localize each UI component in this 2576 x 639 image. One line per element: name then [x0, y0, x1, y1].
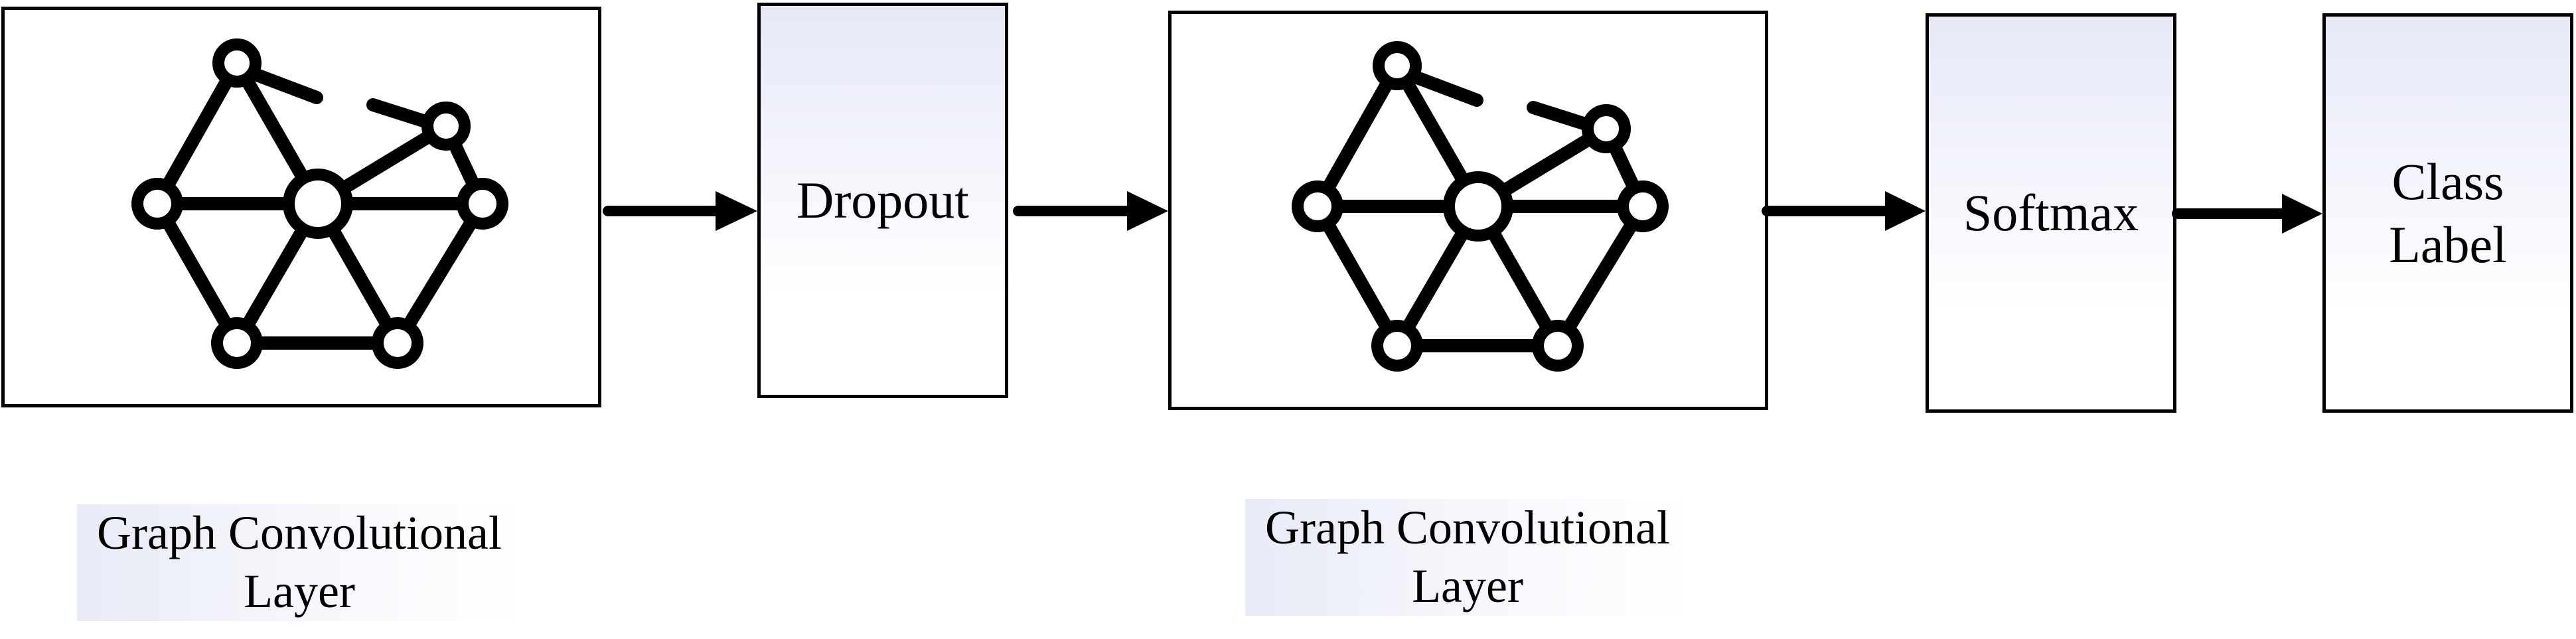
gcn-layer-2-box [1168, 11, 1768, 410]
class-label-line2: Label [2389, 216, 2507, 273]
gcn-layer-1-box [1, 7, 601, 407]
gcn-layer-1-caption-line2: Layer [244, 564, 355, 618]
gcn-layer-2-caption-line1: Graph Convolutional [1265, 501, 1670, 554]
arrowhead-4 [2282, 194, 2322, 234]
arrowhead-1 [716, 191, 757, 231]
softmax-box [1926, 13, 2176, 413]
class-label-text: Class Label [2322, 13, 2573, 413]
gcn-layer-2-caption: Graph Convolutional Layer [1245, 499, 1690, 616]
class-label-line1: Class [2391, 152, 2504, 210]
dropout-label: Dropout [796, 171, 969, 230]
dropout-box [757, 3, 1008, 398]
gcn-layer-1-caption-line1: Graph Convolutional [97, 506, 502, 559]
arrowhead-2 [1127, 191, 1168, 231]
gcn-layer-2-caption-line2: Layer [1412, 559, 1523, 612]
graph-network-icon [1292, 41, 1669, 372]
arrowhead-3 [1885, 191, 1926, 231]
softmax-label: Softmax [1963, 184, 2139, 242]
graph-network-icon [131, 38, 508, 369]
class-label-box [2322, 13, 2573, 413]
gcn-layer-1-caption: Graph Convolutional Layer [77, 504, 522, 621]
